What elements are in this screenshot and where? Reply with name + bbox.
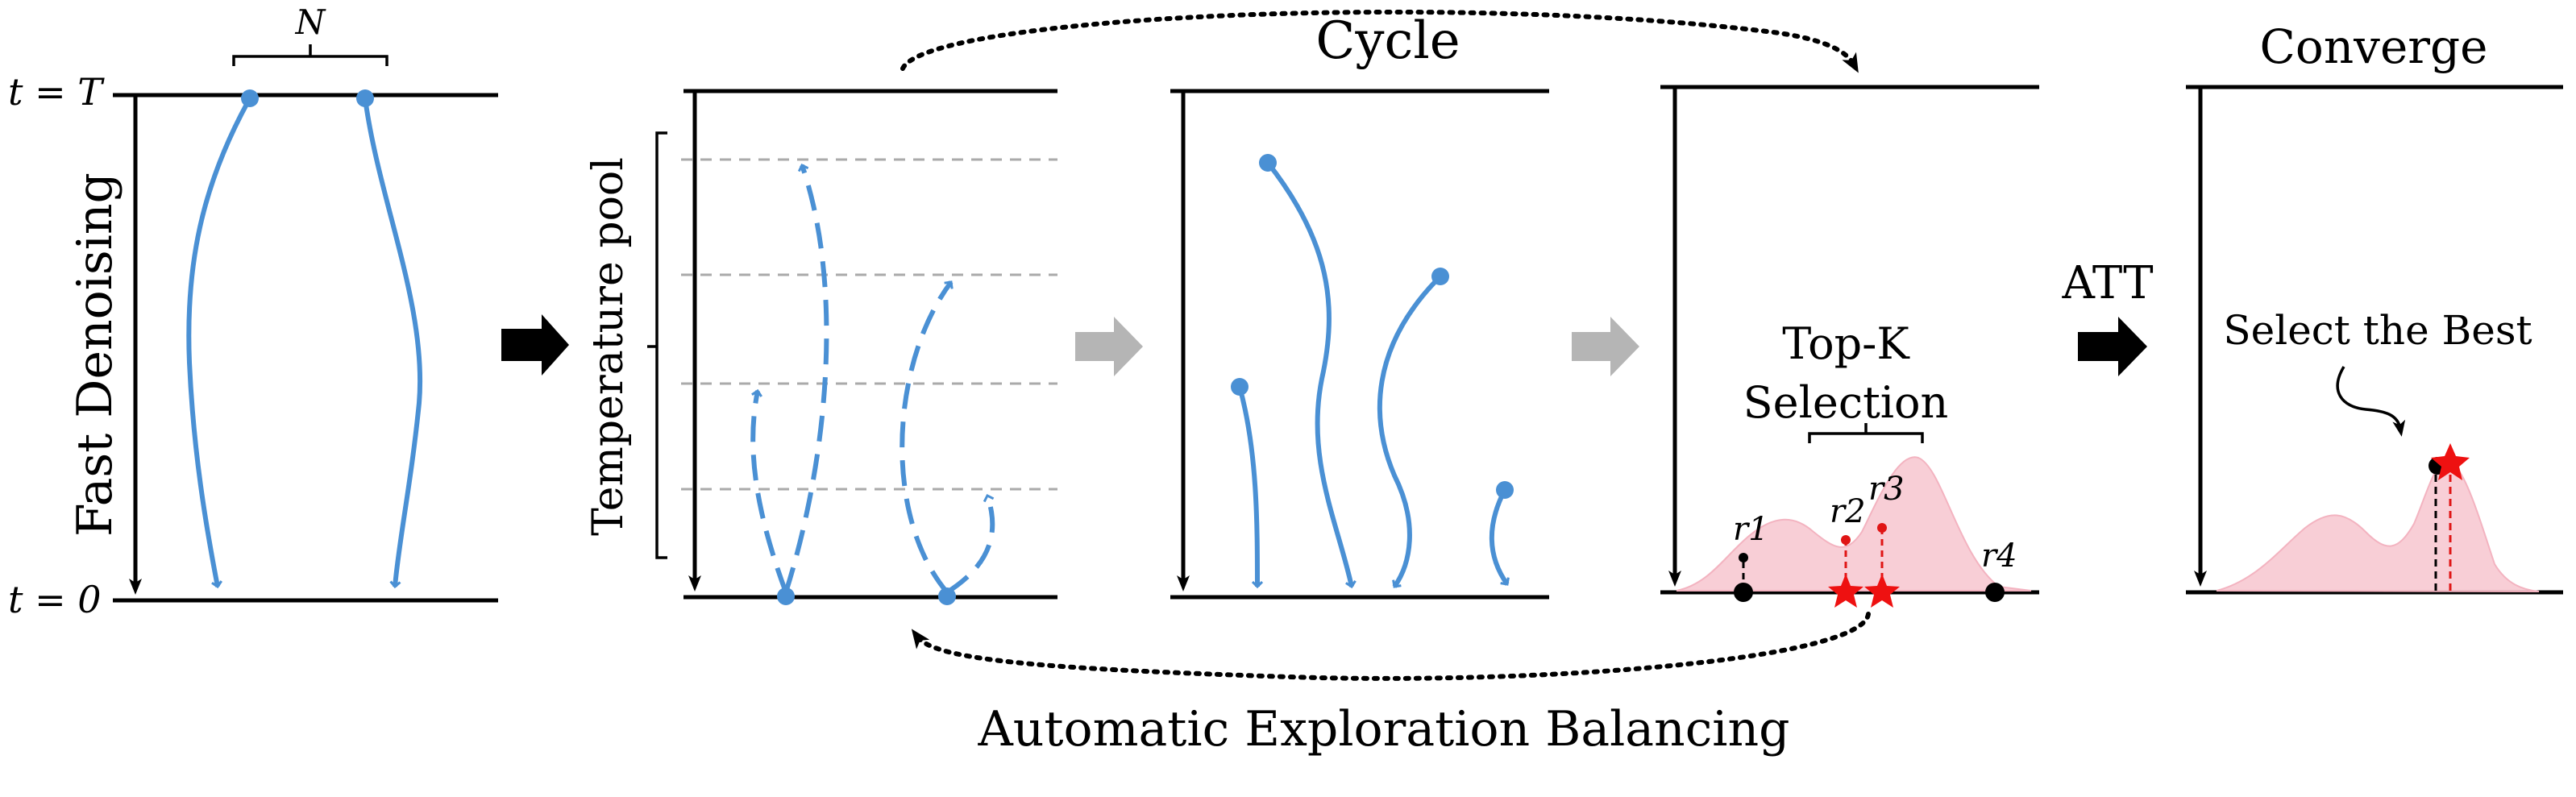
dot-icon xyxy=(1734,583,1753,602)
cycle-loop-arrow-top xyxy=(900,9,1859,73)
fast-denoising-label: Fast Denoising xyxy=(67,172,123,537)
trajectory xyxy=(900,280,951,594)
star-icon xyxy=(1828,574,1863,608)
reward-label-r1: r1 xyxy=(1733,511,1769,548)
trajectory xyxy=(1237,386,1257,587)
reward-label-r2: r2 xyxy=(1830,493,1866,530)
dot-icon xyxy=(1877,523,1887,533)
cycle-title: Cycle xyxy=(1315,11,1460,71)
panel-converge: Converge Select the Best xyxy=(2186,19,2563,595)
dot-icon xyxy=(1259,154,1277,172)
top-k-label: Top-K xyxy=(1782,318,1910,369)
block-arrow-icon xyxy=(2078,317,2147,376)
block-arrow-icon xyxy=(501,314,569,376)
trajectory xyxy=(783,165,829,593)
pointer-arrow xyxy=(2336,366,2406,437)
star-icon xyxy=(2431,443,2470,480)
panel-temperature-pool: Temperature pool xyxy=(584,89,1057,605)
temperature-pool-label: Temperature pool xyxy=(584,157,633,536)
pool-bracket xyxy=(647,131,667,559)
dot-icon xyxy=(241,89,259,107)
reward-label-r3: r3 xyxy=(1868,471,1905,508)
star-icon xyxy=(1864,574,1900,608)
dot-icon xyxy=(356,89,374,107)
block-arrow-icon xyxy=(1572,317,1639,376)
dot-icon xyxy=(1496,481,1514,499)
selection-label: Selection xyxy=(1743,377,1949,428)
dot-icon xyxy=(1841,535,1851,545)
dot-icon xyxy=(938,587,956,605)
exploration-balancing-label: Automatic Exploration Balancing xyxy=(977,701,1789,758)
selection-bracket xyxy=(1808,423,1924,443)
trajectory xyxy=(363,98,423,587)
dot-icon xyxy=(777,587,795,605)
reward-density xyxy=(2216,459,2540,592)
panel-cycle: Cycle xyxy=(1170,11,1549,600)
block-arrow-icon xyxy=(1075,317,1143,376)
reward-label-r4: r4 xyxy=(1981,538,2017,575)
dot-icon xyxy=(1231,378,1249,396)
select-best-label: Select the Best xyxy=(2223,307,2532,354)
t-top-label: t = T xyxy=(8,70,105,114)
trajectory xyxy=(1265,161,1352,587)
panel-fast-denoising: t = T t = 0 Fast Denoising N xyxy=(8,2,498,621)
n-bracket xyxy=(232,44,388,66)
cycle-loop-arrow-bottom xyxy=(911,612,1871,681)
dot-icon xyxy=(1739,553,1748,562)
trajectory xyxy=(945,496,995,595)
trajectory xyxy=(186,97,252,587)
t-bottom-label: t = 0 xyxy=(8,578,102,621)
dot-icon xyxy=(1985,583,2005,602)
reward-density xyxy=(1676,456,2032,592)
trajectory xyxy=(750,391,788,594)
converge-title: Converge xyxy=(2260,19,2488,74)
panel-top-k-selection: Top-K Selection r1 r2 r3 r4 xyxy=(1660,85,2039,608)
dot-icon xyxy=(1431,268,1449,285)
trajectory xyxy=(1489,488,1507,586)
trajectory xyxy=(1377,274,1443,588)
n-label: N xyxy=(295,2,326,42)
att-label: ATT xyxy=(2061,257,2153,309)
